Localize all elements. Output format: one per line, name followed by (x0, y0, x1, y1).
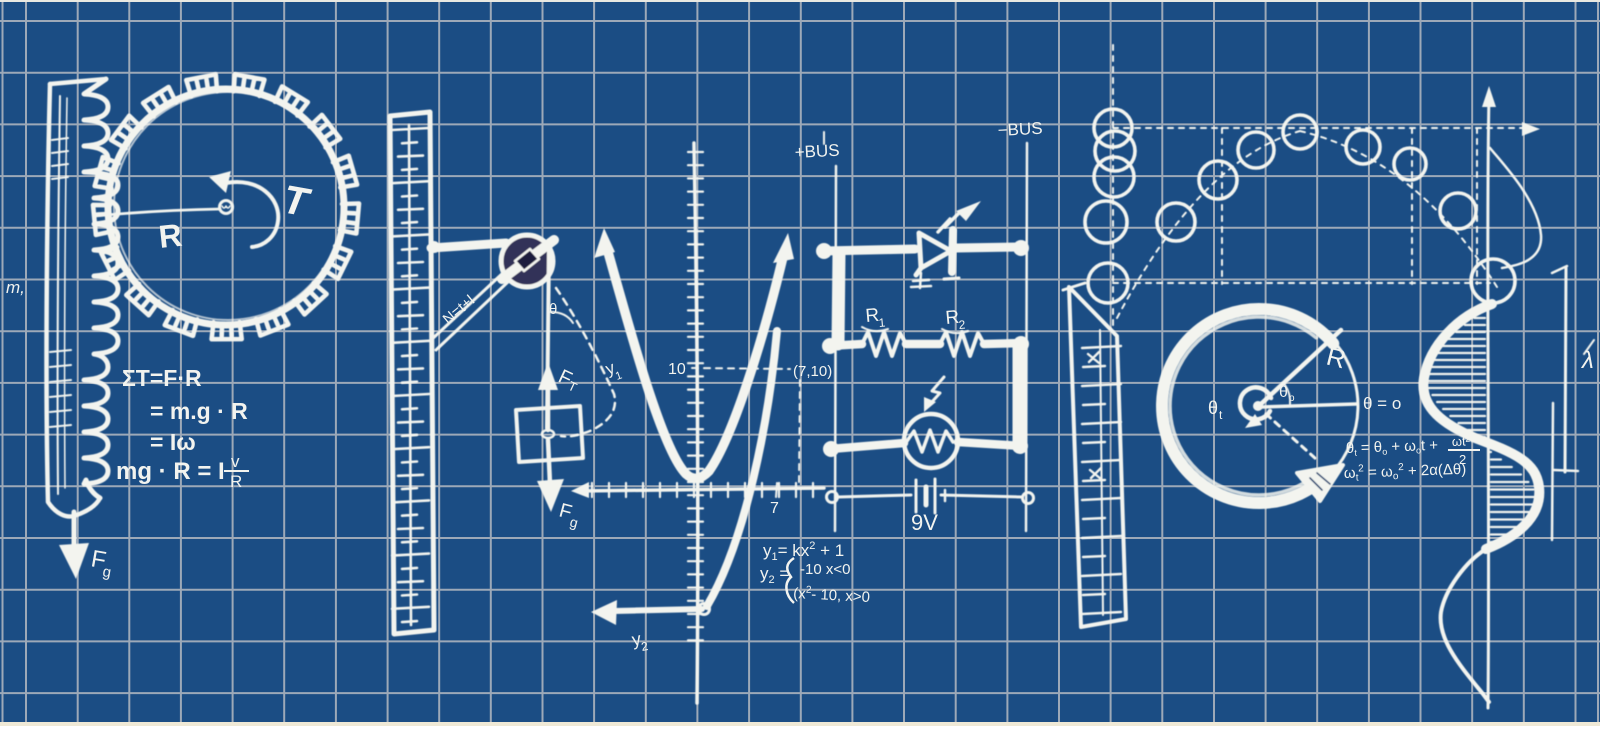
svg-text:θt = θo + ωot +: θt = θo + ωot + (1346, 437, 1439, 458)
svg-text:= m.g · R: = m.g · R (150, 398, 248, 424)
svg-text:θ = o: θ = o (1363, 394, 1401, 413)
svg-text:y2 =: y2 = (760, 564, 789, 586)
svg-text:g: g (568, 513, 580, 530)
svg-text:-10 x<0: -10 x<0 (800, 561, 850, 578)
svg-text:2: 2 (640, 639, 649, 654)
svg-text:1: 1 (878, 315, 886, 330)
svg-text:9V: 9V (911, 510, 938, 535)
svg-text:F: F (89, 545, 108, 574)
svg-text:m,: m, (6, 278, 25, 297)
svg-text:θ: θ (549, 301, 557, 318)
svg-text:mg · R = I: mg · R = I (116, 458, 225, 485)
svg-text:θ: θ (1279, 384, 1288, 401)
svg-text:o: o (1289, 393, 1295, 404)
svg-text:R: R (157, 217, 184, 255)
svg-text:−BUS: −BUS (997, 119, 1043, 140)
svg-text:2: 2 (1459, 452, 1466, 467)
svg-text:v: v (231, 452, 240, 471)
svg-text:R: R (865, 305, 881, 327)
svg-text:R: R (230, 472, 242, 491)
svg-text:+BUS: +BUS (794, 141, 840, 162)
svg-text:ΣT=F·R: ΣT=F·R (122, 365, 202, 391)
svg-text:2: 2 (958, 317, 966, 332)
svg-text:R: R (945, 307, 961, 329)
svg-text:= Iω: = Iω (150, 429, 196, 455)
svg-text:y1= kx2 + 1: y1= kx2 + 1 (763, 540, 844, 563)
svg-text:10: 10 (668, 361, 686, 378)
svg-text:λ: λ (1580, 347, 1594, 374)
svg-text:(7,10): (7,10) (793, 363, 832, 380)
svg-text:(x2- 10, x>0: (x2- 10, x>0 (793, 584, 871, 606)
svg-text:ωt²: ωt² (1452, 433, 1471, 449)
svg-text:F: F (557, 500, 574, 524)
svg-text:t: t (1219, 408, 1223, 422)
svg-text:g: g (101, 563, 112, 581)
svg-text:y: y (630, 629, 642, 650)
svg-text:1: 1 (614, 369, 624, 382)
svg-text:θ: θ (1208, 398, 1218, 418)
svg-text:7: 7 (770, 500, 779, 517)
